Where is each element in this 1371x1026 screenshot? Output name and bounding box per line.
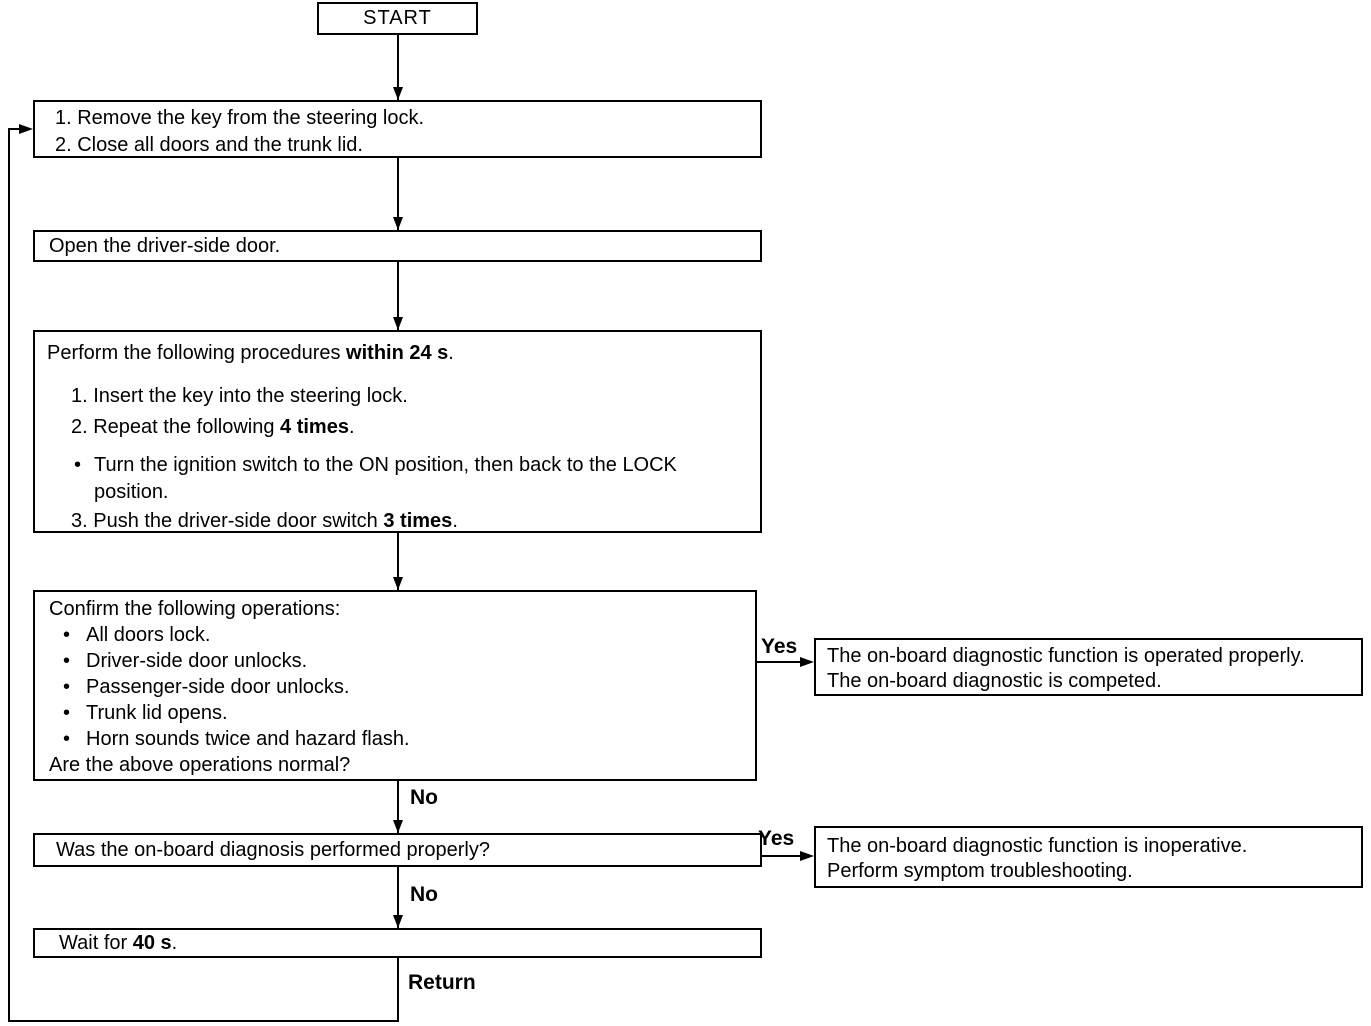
arrowhead-confirm-to-result-ok (800, 657, 814, 667)
step-text-line: Open the driver-side door. (49, 234, 281, 257)
return-label: Return (408, 971, 476, 994)
confirm-bullet-row: • Trunk lid opens. (63, 700, 755, 726)
node-procedures: Perform the following procedures within … (33, 330, 762, 533)
return-line-top (8, 128, 20, 130)
procedures-title-bold: within 24 s (346, 342, 449, 364)
arrowhead-return-to-reset (19, 124, 33, 134)
result-ok-line: The on-board diagnostic is competed. (827, 670, 1162, 692)
procedures-title-text: Perform the following procedures (47, 342, 347, 364)
procedures-item-1-text: 1. Insert the key into the steering lock… (71, 385, 408, 407)
procedures-item-2: 2. Repeat the following 4 times. (71, 414, 760, 441)
step-text-line: 2. Close all doors and the trunk lid. (55, 134, 363, 156)
connector-question-to-result-fail (762, 855, 801, 857)
confirm-bullet-text: Driver-side door unlocks. (86, 650, 308, 672)
procedures-item-3: 3. Push the driver-side door switch 3 ti… (71, 508, 760, 535)
confirm-bullet-text: Trunk lid opens. (86, 702, 228, 724)
result-fail-line: The on-board diagnostic function is inop… (827, 835, 1248, 857)
confirm-question: Are the above operations normal? (49, 752, 755, 778)
bullet-icon: • (63, 728, 71, 750)
connector-confirm-to-result-ok (757, 661, 801, 663)
confirm-bullet-text: All doors lock. (86, 624, 211, 646)
confirm-bullet-row: • All doors lock. (63, 622, 755, 648)
confirm-question-text: Are the above operations normal? (49, 754, 351, 776)
arrowhead-procedures-to-confirm (393, 577, 403, 590)
return-line-left (8, 128, 10, 1022)
procedures-item-2-period: . (348, 416, 355, 438)
arrowhead-question-to-result-fail (800, 851, 814, 861)
return-line-bottom (8, 1020, 399, 1022)
bullet-icon: • (63, 676, 71, 698)
node-diagnostic-inoperative: The on-board diagnostic function is inop… (814, 826, 1363, 888)
node-diagnosis-question: Was the on-board diagnosis performed pro… (33, 833, 762, 867)
confirm-bullet-text: Horn sounds twice and hazard flash. (86, 728, 410, 750)
wait-text-prefix: Wait for (59, 931, 133, 954)
procedures-item-3-period: . (452, 510, 458, 532)
node-open-door: Open the driver-side door. (33, 230, 762, 262)
wait-text: Wait for 40 s. (59, 932, 177, 955)
connector-open-to-procedures (397, 262, 399, 330)
wait-text-period: . (171, 931, 178, 954)
procedures-title: Perform the following procedures within … (47, 340, 760, 367)
connector-start-to-reset (397, 35, 399, 100)
procedures-bullet-row: • Turn the ignition switch to the ON pos… (74, 452, 760, 506)
arrowhead-confirm-to-question (393, 820, 403, 833)
connector-confirm-to-question (397, 781, 399, 833)
step-text-line: Was the on-board diagnosis performed pro… (56, 838, 490, 861)
node-remove-key: 1. Remove the key from the steering lock… (33, 100, 762, 158)
yes-label-2: Yes (758, 827, 795, 850)
bullet-icon: • (74, 454, 82, 476)
step-text-line: 1. Remove the key from the steering lock… (55, 107, 425, 129)
arrowhead-start-to-reset (393, 87, 403, 100)
result-fail-line: Perform symptom troubleshooting. (827, 860, 1133, 882)
no-label-1: No (410, 786, 438, 809)
node-diagnostic-ok: The on-board diagnostic function is oper… (814, 638, 1363, 696)
node-confirm-operations: Confirm the following operations: • All … (33, 590, 757, 781)
procedures-item-3-bold: 3 times (383, 510, 453, 532)
no-label-2: No (410, 883, 438, 906)
bullet-icon: • (63, 624, 71, 646)
wait-text-bold: 40 s (132, 931, 172, 954)
procedures-title-period: . (448, 342, 454, 364)
bullet-icon: • (63, 702, 71, 724)
confirm-bullet-row: • Passenger-side door unlocks. (63, 674, 755, 700)
confirm-bullet-text: Passenger-side door unlocks. (86, 676, 350, 698)
arrowhead-open-to-procedures (393, 317, 403, 330)
start-label: START (363, 7, 432, 29)
bullet-icon: • (63, 650, 71, 672)
result-ok-line: The on-board diagnostic function is oper… (827, 645, 1305, 667)
arrowhead-reset-to-open (393, 217, 403, 230)
procedures-item-3-text: 3. Push the driver-side door switch (71, 510, 384, 532)
confirm-bullet-row: • Driver-side door unlocks. (63, 648, 755, 674)
return-line-down (397, 958, 399, 1022)
procedures-item-1: 1. Insert the key into the steering lock… (71, 383, 760, 410)
procedures-item-2-bold: 4 times (280, 416, 349, 438)
procedures-bullet-text: Turn the ignition switch to the ON posit… (94, 454, 677, 503)
connector-procedures-to-confirm (397, 533, 399, 590)
confirm-title: Confirm the following operations: (49, 596, 755, 622)
start-node: START (317, 2, 478, 35)
procedures-item-2-text: 2. Repeat the following (71, 416, 281, 438)
connector-question-to-wait (397, 867, 399, 928)
arrowhead-question-to-wait (393, 915, 403, 928)
connector-reset-to-open (397, 158, 399, 230)
node-wait: Wait for 40 s. (33, 928, 762, 958)
confirm-title-text: Confirm the following operations: (49, 598, 341, 620)
confirm-bullet-row: • Horn sounds twice and hazard flash. (63, 726, 755, 752)
yes-label-1: Yes (761, 635, 798, 658)
